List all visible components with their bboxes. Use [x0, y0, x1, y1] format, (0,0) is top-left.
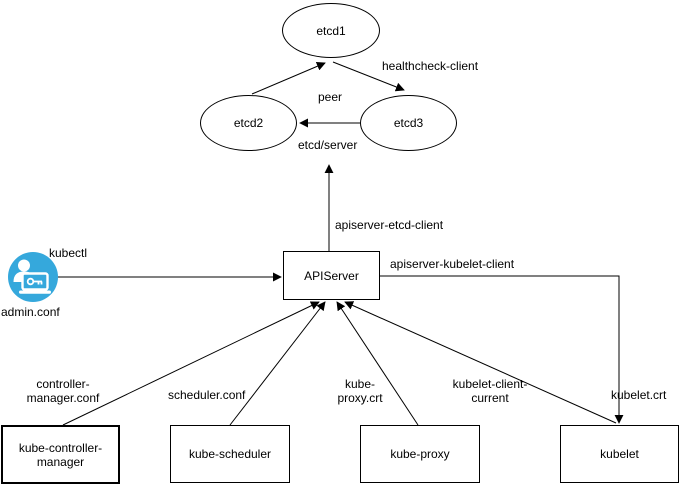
- node-etcd2-label: etcd2: [233, 116, 264, 130]
- node-kube-proxy-label: kube-proxy: [390, 447, 450, 461]
- edge-label-kubelet-crt: kubelet.crt: [611, 388, 667, 402]
- node-apiserver: APIServer: [283, 251, 380, 300]
- edge-label-healthcheck-client: healthcheck-client: [382, 59, 479, 73]
- edge-proxy-to-apiserver: [336, 301, 419, 426]
- node-etcd3-label: etcd3: [393, 116, 424, 130]
- edge-etcd1-to-etcd3: [332, 61, 405, 92]
- node-kube-scheduler-label: kube-scheduler: [188, 447, 272, 461]
- edge-etcd2-to-etcd1: [251, 62, 326, 95]
- edge-label-kube-proxy-crt: kube-proxy.crt: [337, 377, 383, 405]
- node-etcd1-label: etcd1: [316, 23, 346, 38]
- edge-label-apiserver-kubelet-client: apiserver-kubelet-client: [390, 257, 515, 271]
- node-kube-controller-manager: kube-controller-manager: [1, 425, 120, 484]
- edge-apiserver-to-kubelet: [380, 275, 624, 424]
- node-kube-proxy: kube-proxy: [360, 425, 480, 483]
- node-kube-scheduler: kube-scheduler: [170, 425, 290, 483]
- node-kube-controller-manager-label: kube-controller-manager: [18, 440, 103, 469]
- edge-label-peer: peer: [318, 90, 343, 104]
- edge-label-controller-manager-conf: controller-manager.conf: [26, 377, 100, 405]
- node-kubelet-label: kubelet: [600, 447, 639, 461]
- edge-label-scheduler-conf: scheduler.conf: [168, 388, 246, 402]
- edge-label-admin-conf: admin.conf: [1, 305, 60, 319]
- node-apiserver-label: APIServer: [304, 268, 359, 283]
- edge-label-kubectl: kubectl: [49, 246, 88, 260]
- node-etcd2: etcd2: [200, 95, 297, 151]
- node-kubelet: kubelet: [560, 425, 679, 483]
- node-etcd1: etcd1: [282, 3, 380, 58]
- edge-label-kubelet-client-current: kubelet-client-current: [452, 377, 528, 405]
- edge-scheduler-to-apiserver: [229, 301, 326, 426]
- node-etcd3: etcd3: [360, 95, 457, 151]
- edge-kubelet-to-apiserver: [344, 301, 617, 424]
- edge-controller-manager-to-apiserver: [62, 301, 320, 426]
- edge-label-etcd-server: etcd/server: [298, 138, 358, 152]
- user-laptop-key-icon: [8, 252, 58, 302]
- edge-label-apiserver-etcd-client: apiserver-etcd-client: [335, 218, 444, 232]
